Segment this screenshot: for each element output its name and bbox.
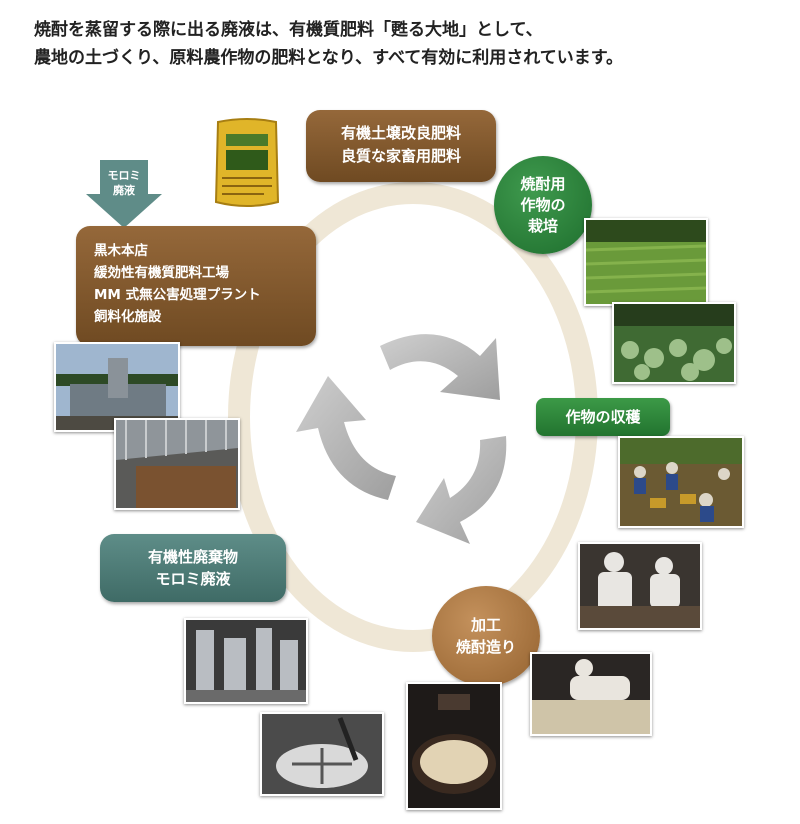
fertilizer-bag-image [214,118,280,207]
waste-stage-box: 有機性廃棄物 モロミ廃液 [100,534,286,602]
recycle-arrows-icon [296,334,507,544]
plant-line-2: 緩効性有機質肥料工場 [94,265,229,281]
moromi-arrow-line-2: 廃液 [113,184,135,197]
intro-text: 焼酎を蒸留する際に出る廃液は、有機質肥料「甦る大地」として、 農地の土づくり、原… [34,16,774,72]
waste-line-2: モロミ廃液 [155,570,231,588]
cultivation-line-2: 作物の [520,196,566,214]
cultivation-stage-circle: 焼酎用 作物の 栽培 [494,156,592,254]
factory-photo [54,342,180,432]
workers-photo [578,542,702,630]
fertilizer-line-2: 良質な家畜用肥料 [340,147,461,165]
field-photo-1 [584,218,708,306]
moromi-arrow-line-1: モロミ [107,169,141,182]
tub-photo [406,682,502,810]
processing-stage-circle: 加工 焼酎造り [432,586,540,686]
intro-line-2: 農地の土づくり、原料農作物の肥料となり、すべて有効に利用されています。 [34,48,624,68]
harvest-photo [618,436,744,528]
field-photo-2 [612,302,736,384]
processing-line-1: 加工 [470,616,501,634]
fertilizer-stage-box: 有機土壌改良肥料 良質な家畜用肥料 [306,110,496,182]
cultivation-line-3: 栽培 [527,217,558,235]
harvest-stage-label: 作物の収穫 [536,398,670,436]
waste-line-1: 有機性廃棄物 [147,548,238,566]
plant-stage-box: 黒木本店 緩効性有機質肥料工場 MM 式無公害処理プラント 飼料化施設 [76,226,316,346]
distillery-photo [184,618,308,704]
vat-photo [260,712,384,796]
greenhouse-photo [114,418,240,510]
plant-line-3: MM 式無公害処理プラント [94,287,261,303]
harvest-label: 作物の収穫 [565,408,641,426]
fertilizer-line-1: 有機土壌改良肥料 [340,124,461,142]
plant-line-1: 黒木本店 [94,243,148,259]
koji-photo [530,652,652,736]
cultivation-line-1: 焼酎用 [520,175,566,193]
moromi-inflow-arrow: モロミ 廃液 [86,160,162,228]
plant-line-4: 飼料化施設 [94,309,162,325]
intro-line-1: 焼酎を蒸留する際に出る廃液は、有機質肥料「甦る大地」として、 [34,20,543,40]
processing-line-2: 焼酎造り [455,638,516,656]
